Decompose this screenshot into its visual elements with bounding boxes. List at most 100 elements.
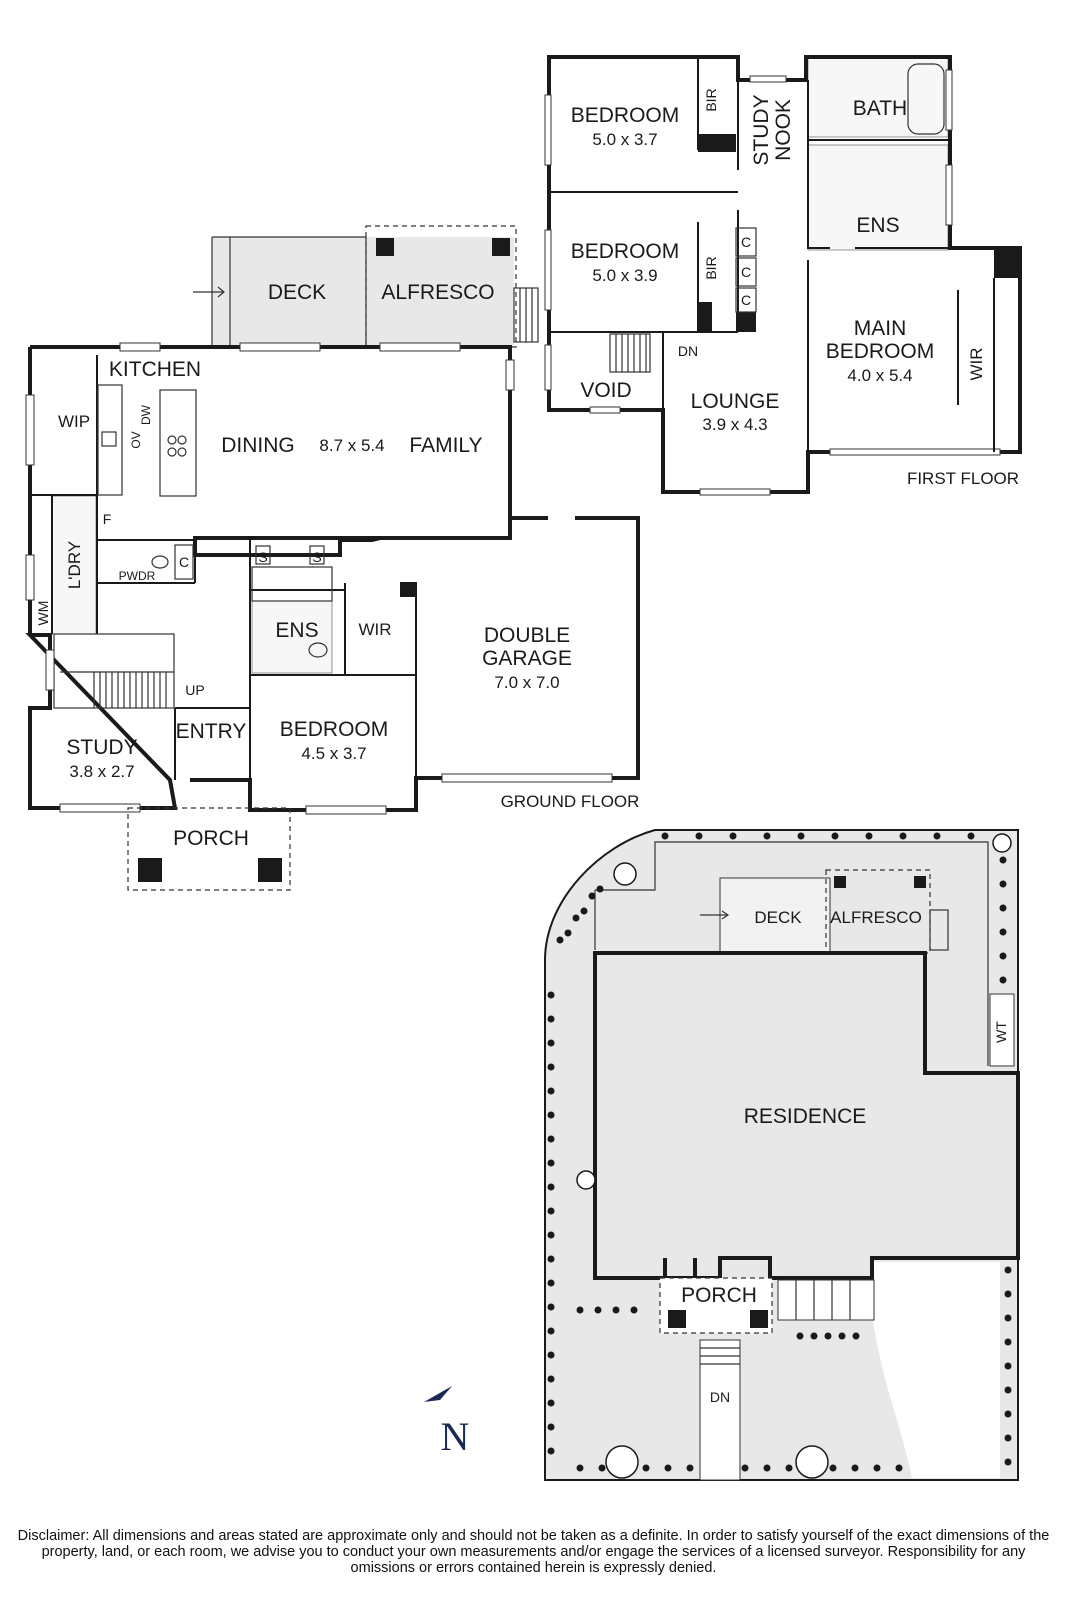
hedge-dot xyxy=(1004,1386,1012,1394)
hedge-dot xyxy=(763,1464,771,1472)
hedge-dot xyxy=(547,1135,555,1143)
window xyxy=(945,164,953,226)
bathtub-icon xyxy=(907,63,945,135)
cupboard-label-2: C xyxy=(741,264,751,280)
first-floor-stair xyxy=(609,333,651,373)
hedge-dot xyxy=(547,1399,555,1407)
window xyxy=(505,359,515,391)
lounge-size: 3.9 x 4.3 xyxy=(702,415,767,434)
hedge-dot xyxy=(547,1327,555,1335)
site-deck-label: DECK xyxy=(754,908,802,927)
hedge-dot xyxy=(763,832,771,840)
double-garage-label-1: DOUBLE xyxy=(484,624,570,647)
stair-up-label: UP xyxy=(185,682,204,698)
disclaimer-text: Disclaimer: All dimensions and areas sta… xyxy=(17,1528,1050,1576)
fridge-label: F xyxy=(103,511,112,527)
hedge-dot xyxy=(547,1087,555,1095)
site-inner-lines xyxy=(594,841,989,1066)
hedge-dot xyxy=(796,1332,804,1340)
window xyxy=(45,649,55,691)
hedge-dot xyxy=(576,1306,584,1314)
cupboard-label-1: C xyxy=(741,234,751,250)
ground-floor-stairs xyxy=(53,633,175,709)
window xyxy=(25,554,35,601)
hedge-dot xyxy=(564,929,572,937)
site-deck xyxy=(719,877,831,954)
study-nook-label-2: NOOK xyxy=(772,99,795,161)
tree-icon xyxy=(795,1445,829,1479)
window xyxy=(239,342,321,352)
dining-label: DINING xyxy=(221,434,295,457)
hedge-dot xyxy=(1004,1410,1012,1418)
hedge-dot xyxy=(741,1464,749,1472)
bedroom2-bir-label: BIR xyxy=(703,256,719,279)
hedge-dot xyxy=(1004,1338,1012,1346)
front-steps xyxy=(700,1347,740,1365)
tree-icon xyxy=(605,1445,639,1479)
window xyxy=(829,448,1001,456)
entry-label: ENTRY xyxy=(176,720,247,743)
pwdr-cupboard-label: C xyxy=(179,554,189,570)
porch-step xyxy=(663,1258,697,1278)
site-deck-arrow xyxy=(700,910,730,920)
site-plan: DECK ALFRESCO WT RESIDENCE PORCH DN xyxy=(544,829,1020,1481)
hedge-dot xyxy=(547,1207,555,1215)
hedge-dot xyxy=(967,832,975,840)
window xyxy=(119,342,161,352)
hedge-dot xyxy=(576,1464,584,1472)
hedge-dot xyxy=(547,1183,555,1191)
front-planter-dividers xyxy=(795,1280,851,1320)
shower-cupboard xyxy=(255,545,271,565)
bedroom1-size: 5.0 x 3.7 xyxy=(592,130,657,149)
site-alfresco-label: ALFRESCO xyxy=(830,908,922,927)
window xyxy=(544,344,552,391)
first-floor-walls xyxy=(549,57,950,452)
toilet-icon xyxy=(308,642,328,658)
hedge-dot xyxy=(831,832,839,840)
residence-label: RESIDENCE xyxy=(744,1105,867,1128)
bath-label: BATH xyxy=(853,97,907,120)
sink-icon xyxy=(177,435,187,445)
hedge-dot xyxy=(547,1351,555,1359)
dishwasher-label: DW xyxy=(139,404,153,425)
window xyxy=(749,75,787,83)
hedge-dot xyxy=(829,1464,837,1472)
site-alfresco-post xyxy=(834,876,846,888)
hedge-dot xyxy=(1004,1290,1012,1298)
hedge-dot xyxy=(547,1039,555,1047)
cupboard-box-3 xyxy=(735,287,757,313)
laundry-tiles xyxy=(51,495,97,635)
hedge-dot xyxy=(1004,1434,1012,1442)
window xyxy=(945,69,953,131)
double-garage-size: 7.0 x 7.0 xyxy=(494,673,559,692)
main-bedroom-size: 4.0 x 5.4 xyxy=(847,366,912,385)
hedge-dot xyxy=(1004,1458,1012,1466)
site-dn-label: DN xyxy=(710,1389,730,1405)
north-arrow-icon xyxy=(424,1386,452,1402)
window xyxy=(699,488,771,496)
cupboard-box-1 xyxy=(735,227,757,257)
alfresco-post xyxy=(376,238,394,256)
window xyxy=(589,406,621,414)
deck-entry-arrow xyxy=(193,286,225,298)
first-floor-ens-label: ENS xyxy=(856,214,899,237)
lounge-label: LOUNGE xyxy=(691,390,780,413)
window xyxy=(25,394,35,466)
hedge-dot xyxy=(999,880,1007,888)
kitchen-island xyxy=(159,389,197,497)
hedge-dot xyxy=(999,904,1007,912)
hedge-dot xyxy=(547,1159,555,1167)
hedge-dot xyxy=(838,1332,846,1340)
hedge-dot xyxy=(999,952,1007,960)
double-garage-label-2: GARAGE xyxy=(482,647,572,670)
first-floor-plan: BEDROOM 5.0 x 3.7 BIR STUDY NOOK BATH BE… xyxy=(544,55,1022,496)
hedge-dot xyxy=(851,1464,859,1472)
hedge-dot xyxy=(664,1464,672,1472)
hedge-dot xyxy=(594,1306,602,1314)
alfresco-steps xyxy=(513,287,539,343)
deck-label: DECK xyxy=(268,281,326,304)
bath-tiles xyxy=(807,56,949,138)
hedge-dot xyxy=(865,832,873,840)
north-label: N xyxy=(441,1414,470,1459)
front-planters xyxy=(777,1279,875,1321)
